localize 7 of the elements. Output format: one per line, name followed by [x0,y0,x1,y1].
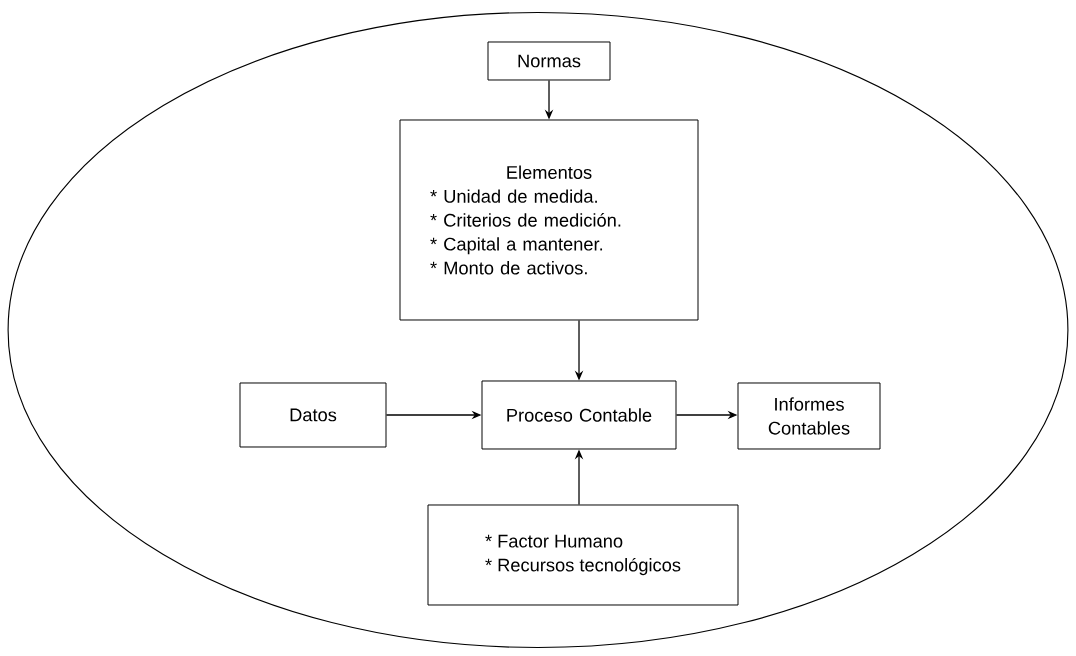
ellipse-outline [7,11,1069,649]
list-box: * Factor Humano * Recursos tecnológicos [427,504,739,606]
process-box: Proceso Contable [481,380,677,450]
process-box: Normas [487,41,611,81]
process-box: Informes Contables [737,382,881,450]
process-box: Datos [239,382,387,448]
list-box: Elementos * Unidad de medida. * Criterios de medición. * Capital a mantener. * Monto de activos. [399,119,699,321]
